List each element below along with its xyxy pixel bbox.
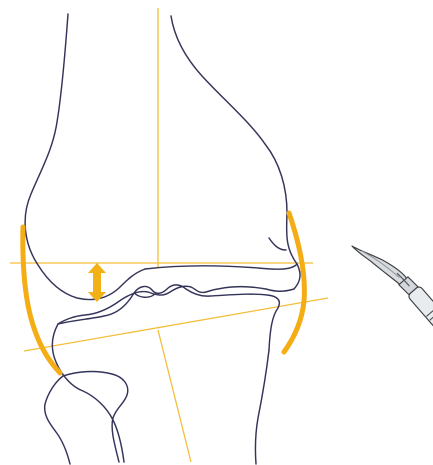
- knee-diagram: [0, 0, 433, 465]
- knee-diagram-svg: [0, 0, 433, 465]
- background: [0, 0, 433, 465]
